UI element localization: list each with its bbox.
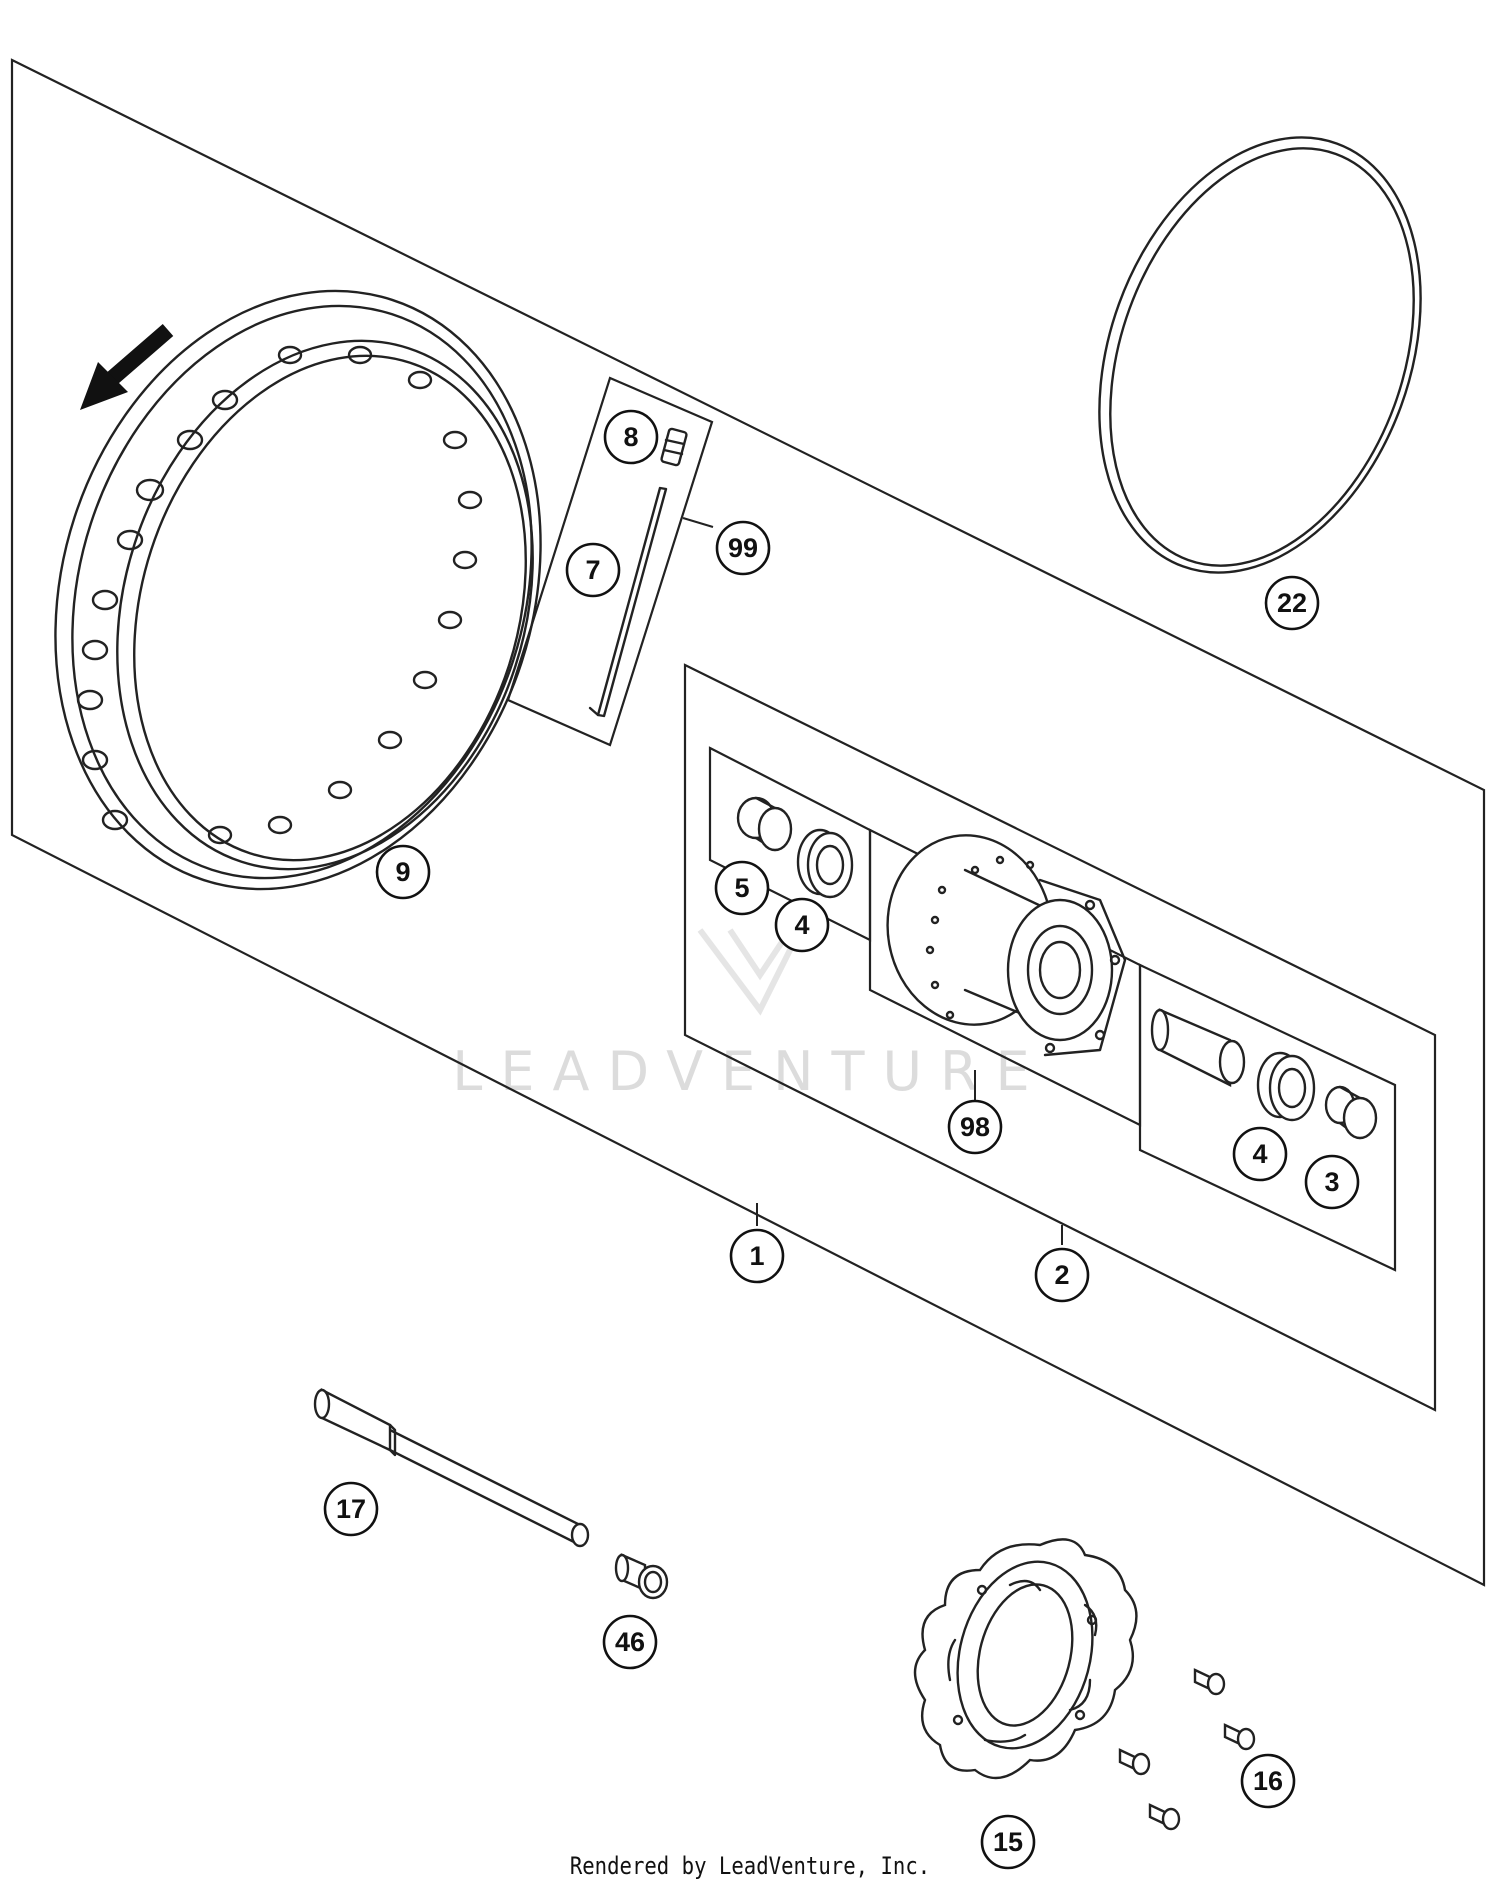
callout-98[interactable]: 98	[947, 1099, 1003, 1155]
svg-text:46: 46	[615, 1627, 645, 1657]
hub-body[interactable]	[873, 822, 1127, 1057]
collar-nut[interactable]	[614, 1553, 669, 1600]
bolt-3[interactable]	[1118, 1748, 1151, 1776]
svg-text:99: 99	[728, 533, 758, 563]
svg-text:17: 17	[336, 1494, 366, 1524]
footer-credit: Rendered by LeadVenture, Inc.	[569, 1852, 931, 1880]
callout-8[interactable]: 8	[603, 409, 659, 465]
hub-assembly-frame	[683, 663, 1437, 1412]
callout-9[interactable]: 9	[375, 844, 431, 900]
svg-text:3: 3	[1324, 1167, 1339, 1197]
bolt-1[interactable]	[1193, 1668, 1226, 1696]
svg-text:15: 15	[993, 1827, 1023, 1857]
spoke-holes	[76, 345, 483, 845]
svg-text:9: 9	[395, 857, 410, 887]
svg-text:98: 98	[960, 1112, 990, 1142]
callout-2[interactable]: 2	[1034, 1247, 1090, 1303]
callout-7[interactable]: 7	[565, 542, 621, 598]
callout-1[interactable]: 1	[729, 1228, 785, 1284]
brake-disc[interactable]	[913, 1538, 1138, 1780]
callout-46[interactable]: 46	[602, 1614, 658, 1670]
right-bearing[interactable]	[1256, 1051, 1316, 1122]
svg-text:5: 5	[734, 873, 749, 903]
svg-text:4: 4	[1252, 1139, 1267, 1169]
left-bearing[interactable]	[796, 828, 854, 899]
right-distance-bushing[interactable]	[1324, 1085, 1378, 1140]
right-bearing-group-frame	[1138, 963, 1397, 1272]
brake-disc-bolts[interactable]	[1118, 1668, 1256, 1831]
spoke-nipple[interactable]	[660, 427, 688, 467]
bolt-2[interactable]	[1223, 1723, 1256, 1751]
svg-text:1: 1	[749, 1241, 764, 1271]
watermark: LEADVENTURE	[452, 928, 1047, 1103]
hub-spacer[interactable]	[1150, 1008, 1246, 1087]
callout-5[interactable]: 5	[714, 860, 770, 916]
svg-text:22: 22	[1277, 588, 1307, 618]
svg-text:2: 2	[1054, 1260, 1069, 1290]
callout-17[interactable]: 17	[323, 1481, 379, 1537]
rotation-direction-arrow-icon	[80, 323, 174, 410]
rim-band[interactable]	[1042, 92, 1478, 617]
watermark-text: LEADVENTURE	[452, 1040, 1047, 1103]
bolt-4[interactable]	[1148, 1803, 1181, 1831]
svg-text:8: 8	[623, 422, 638, 452]
callout-3[interactable]: 3	[1304, 1154, 1360, 1210]
svg-text:7: 7	[585, 555, 600, 585]
spoke-kit-frame	[506, 376, 714, 747]
callout-22[interactable]: 22	[1264, 575, 1320, 631]
left-distance-bushing[interactable]	[736, 796, 793, 852]
wheel-assembly-frame	[10, 58, 1486, 1587]
svg-text:16: 16	[1253, 1766, 1283, 1796]
callout-99[interactable]: 99	[715, 520, 771, 576]
wheel-axle[interactable]	[313, 1388, 590, 1548]
callout-15[interactable]: 15	[980, 1814, 1036, 1870]
svg-text:4: 4	[794, 910, 809, 940]
leader-lines	[682, 517, 1063, 1245]
callout-16[interactable]: 16	[1240, 1753, 1296, 1809]
callout-4-right[interactable]: 4	[1232, 1126, 1288, 1182]
callout-4-left[interactable]: 4	[774, 897, 830, 953]
spoke[interactable]	[588, 486, 668, 718]
rim[interactable]	[0, 227, 616, 952]
